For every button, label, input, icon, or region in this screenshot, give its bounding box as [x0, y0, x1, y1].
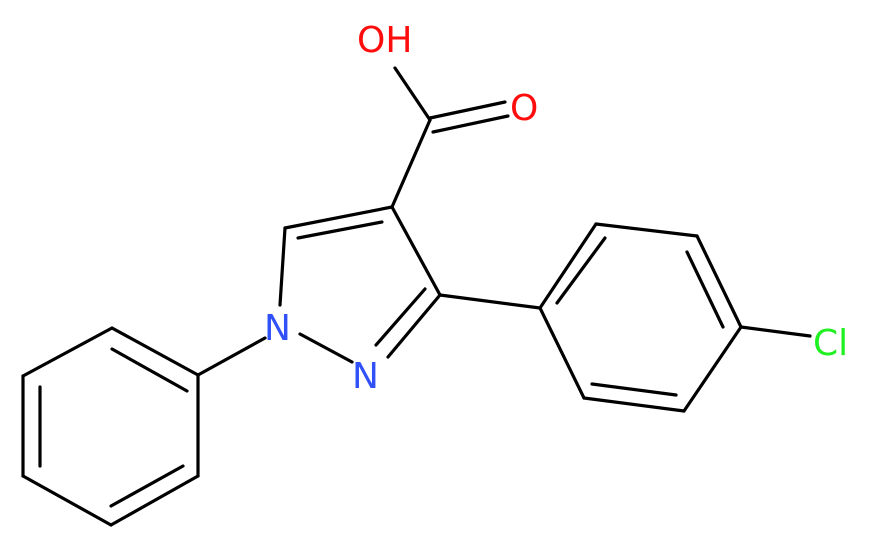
bond-ar6	[538, 306, 586, 400]
pyrazole-ring	[278, 205, 442, 364]
bond-ar4	[682, 325, 743, 413]
bond-c3-aryl	[438, 293, 542, 310]
bond-ph5-inner	[109, 464, 185, 508]
bond-c-o-double-a	[428, 100, 507, 120]
bond-ar2	[594, 222, 699, 238]
carboxyl-group	[390, 66, 510, 209]
bond-c4-c5-outer	[283, 205, 394, 230]
bond-ph4	[21, 474, 113, 527]
atom-label-n1: N	[264, 308, 291, 349]
chlorophenyl-ring	[438, 222, 812, 413]
atom-label-o-carbonyl: O	[510, 88, 538, 129]
bond-c3-c4	[390, 205, 442, 297]
bond-ar3-inner	[685, 250, 725, 329]
bond-ph1	[110, 326, 200, 377]
bond-ar-cl	[739, 325, 812, 338]
bond-c4-c5-inner	[296, 220, 384, 240]
bond-ph5	[109, 474, 200, 527]
bond-c-o-double-b	[431, 114, 510, 134]
bond-ar5	[582, 396, 686, 413]
bond-n2-c3-inner	[374, 287, 427, 347]
atom-label-n2: N	[352, 356, 379, 397]
bond-c4-ccooh	[390, 118, 432, 209]
bond-ar1-inner	[555, 236, 607, 305]
bond-c-oh	[393, 66, 432, 122]
bond-ph1-inner	[110, 347, 189, 393]
bond-n2-c3-outer	[386, 293, 442, 359]
bond-n1-n2	[298, 332, 354, 364]
bond-ar1	[538, 222, 598, 310]
bond-ar5-inner	[590, 382, 678, 397]
bond-ph2	[21, 326, 114, 378]
bond-ar3	[695, 234, 743, 329]
atom-label-oh: OH	[357, 20, 412, 61]
bond-c5-n1	[278, 226, 287, 307]
atom-label-cl: Cl	[813, 323, 848, 364]
phenyl-ring	[21, 326, 267, 527]
bond-n1-phenyl	[196, 336, 267, 377]
